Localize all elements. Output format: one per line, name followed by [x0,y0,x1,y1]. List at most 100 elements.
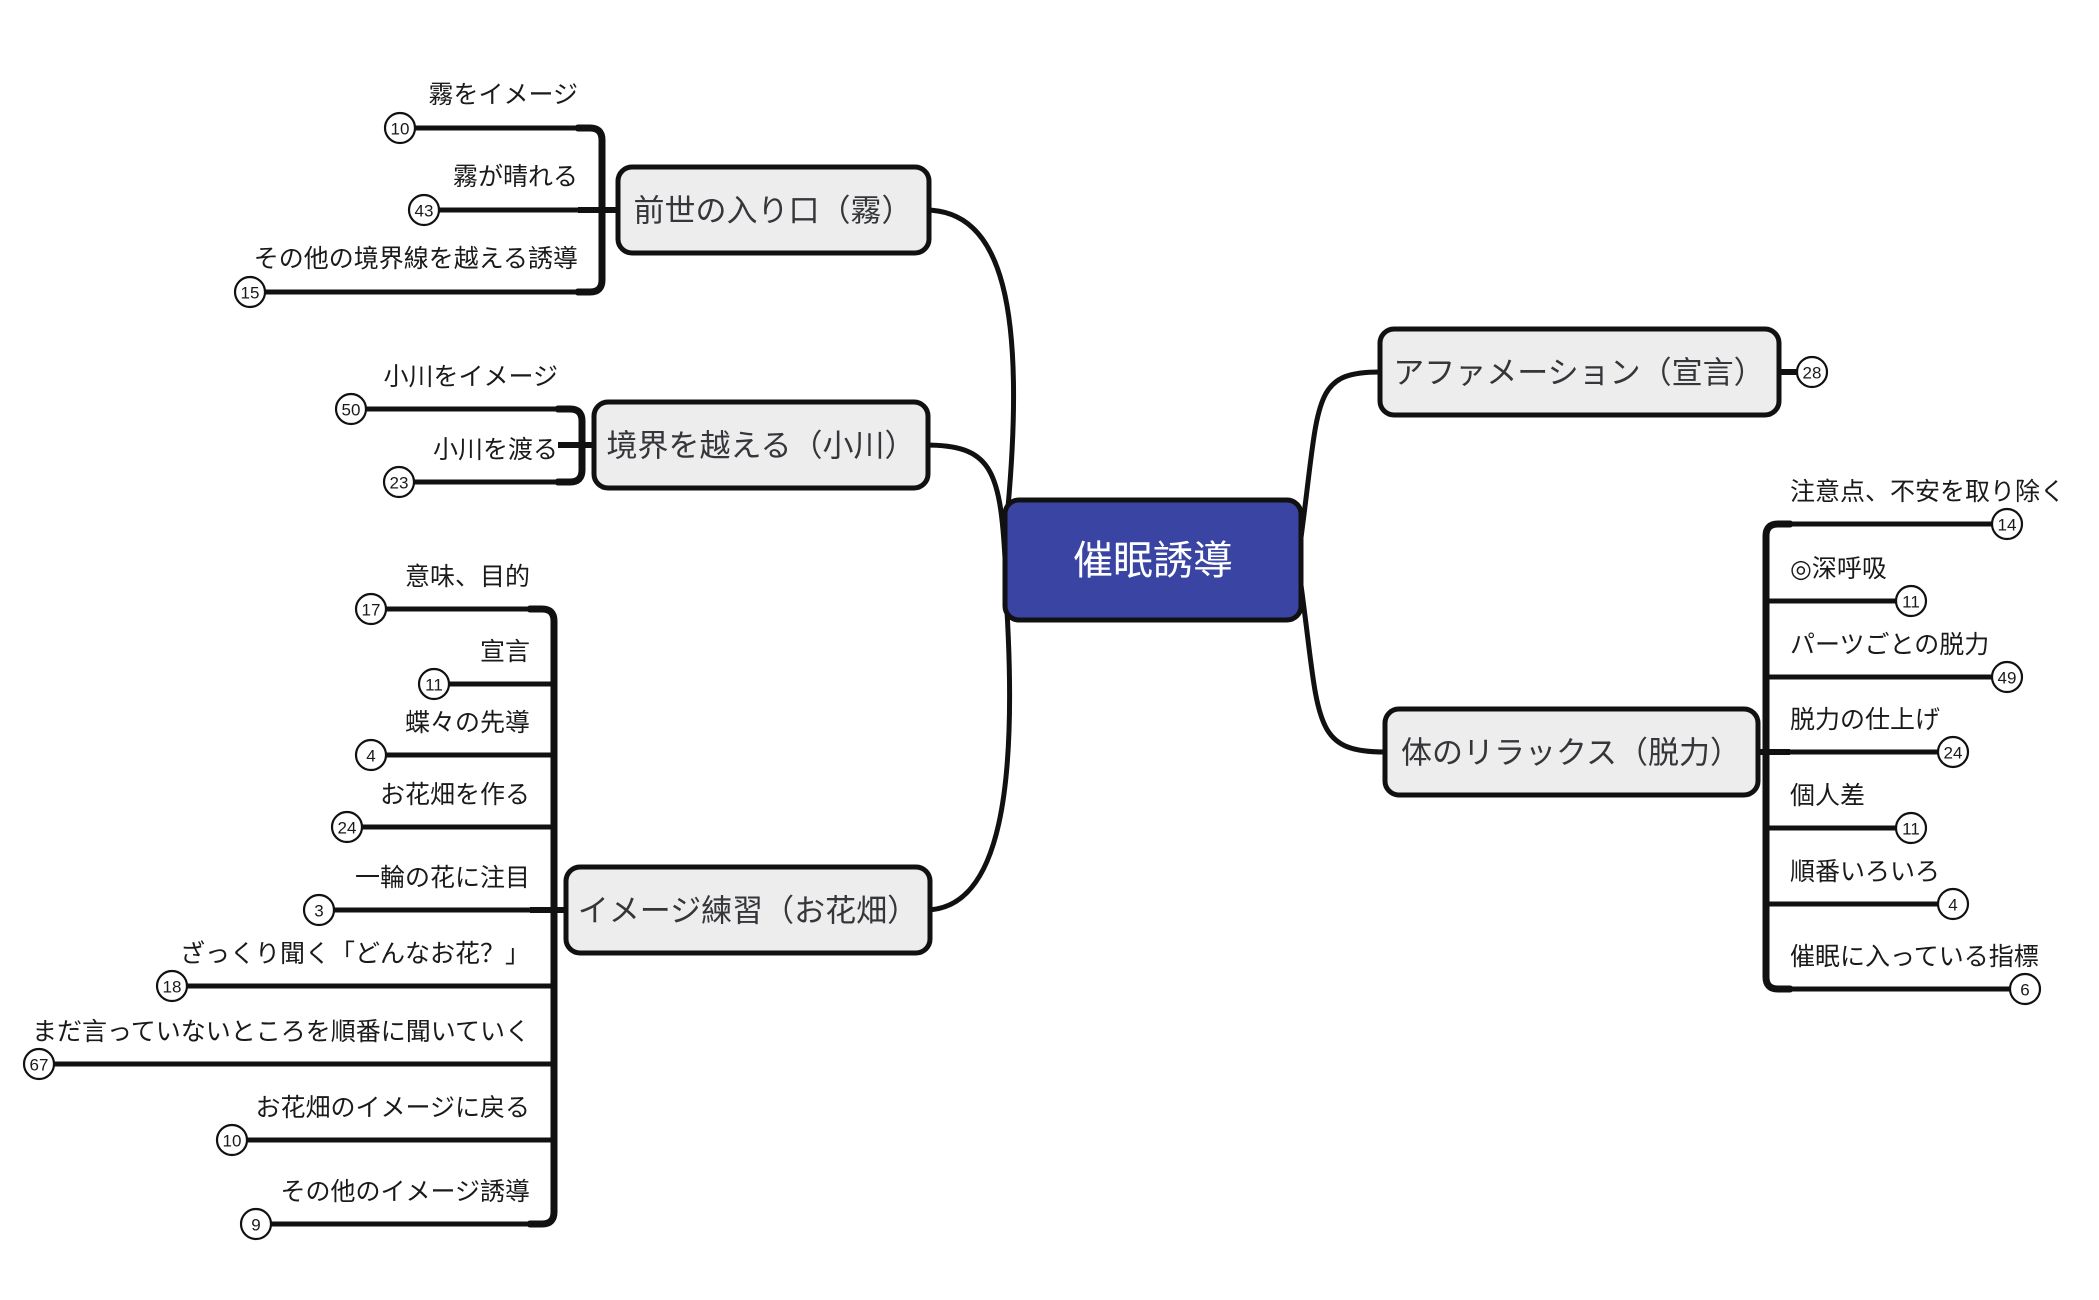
badge-text: 10 [223,1132,242,1151]
badge-circle [1894,811,1928,845]
leaf-item[interactable]: 注意点、不安を取り除く 14 [1778,478,2065,541]
leaf-label: ざっくり聞く「どんなお花？」 [180,939,530,968]
badge-circle [334,392,368,426]
leaf-label: 小川を渡る [433,436,558,464]
leaf-item[interactable]: ざっくり聞く「どんなお花？」 18 [155,939,554,1003]
badge-text: 28 [1803,364,1822,383]
badge-circle [1894,584,1928,618]
badge-text: 14 [1998,516,2017,535]
badge-circle [354,592,388,626]
leaf-item[interactable]: お花畑を作る 24 [330,781,554,844]
leaf-label: まだ言っていないところを順番に聞いていく [32,1018,530,1046]
branch-node-label: アファメーション（宣言） [1393,356,1764,391]
badge-text: 9 [251,1216,260,1235]
leaf-label: 個人差 [1790,782,1865,810]
leaf-label: その他のイメージ誘導 [280,1178,530,1206]
leaf-label: 催眠に入っている指標 [1790,943,2039,971]
badge-circle [155,969,189,1003]
branch-group-affirmation: アファメーション（宣言） 28 [1377,326,1829,418]
badge-text: 23 [390,474,409,493]
leaf-item[interactable]: 個人差 11 [1766,782,1928,845]
link-root-to-zense [922,207,1017,541]
branch-node-label: イメージ練習（お花畑） [578,894,918,929]
leaf-item[interactable]: 霧が晴れる 43 [407,163,602,227]
leaf-item[interactable]: 蝶々の先導 4 [354,709,554,772]
spine-relax [1762,520,1794,993]
branch-node-image[interactable] [563,864,933,956]
branch-node-label: 体のリラックス（脱力） [1401,736,1741,771]
badge-text: 11 [1902,820,1920,839]
badge-text: 11 [1902,593,1920,612]
branch-node-label: 境界を越える（小川） [606,429,915,464]
leaf-item[interactable]: まだ言っていないところを順番に聞いていく 67 [22,1018,554,1081]
leaf-item[interactable]: 順番いろいろ 4 [1766,858,1970,921]
leaf-label: お花畑を作る [380,781,530,809]
leaf-label: パーツごとの脱力 [1790,631,1989,659]
badge-circle [330,810,364,844]
leaf-label: 意味、目的 [405,563,530,591]
badge-circle [383,111,417,145]
badge-circle [1990,507,2024,541]
leaf-item[interactable]: 小川をイメージ 50 [334,363,570,426]
leaf-item[interactable]: 脱力の仕上げ 24 [1766,706,1970,769]
leaf-label: 注意点、不安を取り除く [1790,478,2065,506]
branch-group-kyoukai: 小川をイメージ 50 小川を渡る 23 境界を越える（小川） [334,363,931,499]
badge-circle [417,667,451,701]
root-node-label: 催眠誘導 [1073,539,1233,583]
badge-text: 49 [1998,669,2017,688]
leaf-item[interactable]: 宣言 11 [417,638,554,701]
leaf-item[interactable]: 小川を渡る 23 [382,436,570,499]
leaf-item[interactable]: その他のイメージ誘導 9 [239,1178,542,1241]
badge-circle [2008,972,2042,1006]
root-node-group[interactable]: 催眠誘導 [1002,497,1304,623]
badge-circle [215,1123,249,1157]
branch-group-zense: 霧をイメージ 10 霧が晴れる 43 その他の境界線を越える誘導 15 前世の入… [233,81,932,309]
leaf-item[interactable]: ◎深呼吸 11 [1766,555,1928,618]
root-node[interactable] [1002,497,1304,623]
badge-text: 10 [391,120,410,139]
badge-text: 6 [2020,981,2029,1000]
leaf-label: その他の境界線を越える誘導 [254,245,578,273]
link-root-to-kyoukai [922,442,1008,561]
badge-text: 3 [314,902,323,921]
leaf-item[interactable]: パーツごとの脱力 49 [1766,631,2024,694]
branch-node-kyoukai[interactable] [591,399,931,491]
link-root-to-relax [1297,575,1388,755]
badge-circle [22,1047,56,1081]
leaf-item[interactable]: 催眠に入っている指標 6 [1778,943,2042,1006]
badge-circle [1936,887,1970,921]
badge-text: 15 [241,284,260,303]
leaf-label: 小川をイメージ [383,363,558,391]
badge-text: 18 [163,978,182,997]
badge-text: 43 [415,202,434,221]
leaf-item[interactable]: 霧をイメージ 10 [383,81,590,145]
branch-group-image: 意味、目的 17 宣言 11 蝶々の先導 4 お花畑を作る 24 一輪の [22,563,933,1241]
badge-text: 67 [30,1056,49,1075]
badge-circle [1990,660,2024,694]
spine-kyoukai [554,405,586,486]
branch-node-zense[interactable] [615,164,932,256]
badge-text: 24 [338,819,357,838]
leaf-item[interactable]: お花畑のイメージに戻る 10 [215,1094,554,1157]
badge-text: 11 [425,676,443,695]
leaf-item[interactable]: その他の境界線を越える誘導 15 [233,245,590,309]
leaf-label: お花畑のイメージに戻る [255,1094,530,1122]
badge-text: 17 [362,601,381,620]
branch-group-relax: 体のリラックス（脱力） 注意点、不安を取り除く 14 ◎深呼吸 11 パーツごと… [1382,478,2065,1006]
badge-text: 24 [1944,744,1963,763]
leaf-item[interactable]: 一輪の花に注目 3 [302,864,554,927]
leaf-label: 蝶々の先導 [405,709,530,737]
leaf-label: 霧をイメージ [428,81,578,109]
link-root-to-image [922,577,1013,913]
badge-circle [382,465,416,499]
leaf-label: 宣言 [480,638,530,666]
leaf-label: 順番いろいろ [1790,858,1940,886]
leaf-item[interactable]: 意味、目的 17 [354,563,542,626]
badge-circle [233,275,267,309]
link-root-to-affirmation [1297,369,1383,548]
spine-image [526,605,558,1228]
badge-text: 4 [1948,896,1957,915]
badge-circle [239,1207,273,1241]
leaf-label: 脱力の仕上げ [1790,706,1940,734]
